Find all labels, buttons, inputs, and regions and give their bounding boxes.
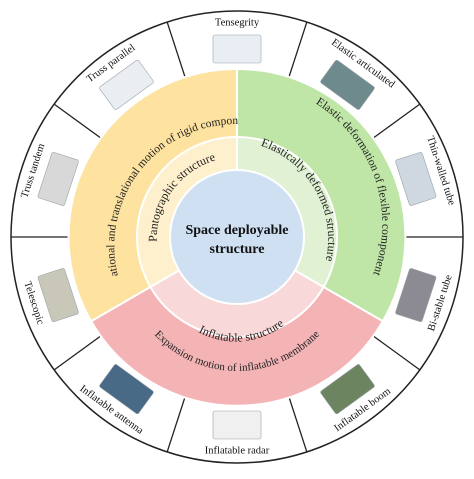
tensegrity-picture: [212, 34, 262, 64]
center-title-line2: structure: [210, 242, 265, 257]
outer-ring-dividers: [11, 21, 463, 453]
segment-divider: [53, 103, 102, 139]
center-title-line1: Space deployable: [185, 223, 288, 238]
segment-divider: [166, 21, 186, 78]
inflatable-radar-label: Inflatable radar: [205, 445, 270, 456]
segment-divider: [166, 396, 186, 453]
segment-divider: [372, 335, 421, 371]
segment-divider: [372, 103, 421, 139]
bi-stable-tube-picture: [395, 268, 437, 323]
elastic-articulated-picture: [320, 59, 375, 110]
tensegrity-label: Tensegrity: [215, 17, 260, 28]
segment-divider: [288, 396, 308, 453]
thin-walled-tube-picture: [395, 151, 437, 206]
center-circle: [169, 169, 305, 305]
segment-divider: [288, 21, 308, 78]
telescopic-picture: [37, 268, 79, 323]
inflatable-antenna-picture: [99, 364, 154, 415]
inflatable-radar-picture: [212, 410, 262, 440]
segment-divider: [53, 335, 102, 371]
inflatable-boom-picture: [320, 364, 375, 415]
truss-parallel-picture: [99, 59, 154, 110]
truss-tandem-picture: [37, 151, 79, 206]
